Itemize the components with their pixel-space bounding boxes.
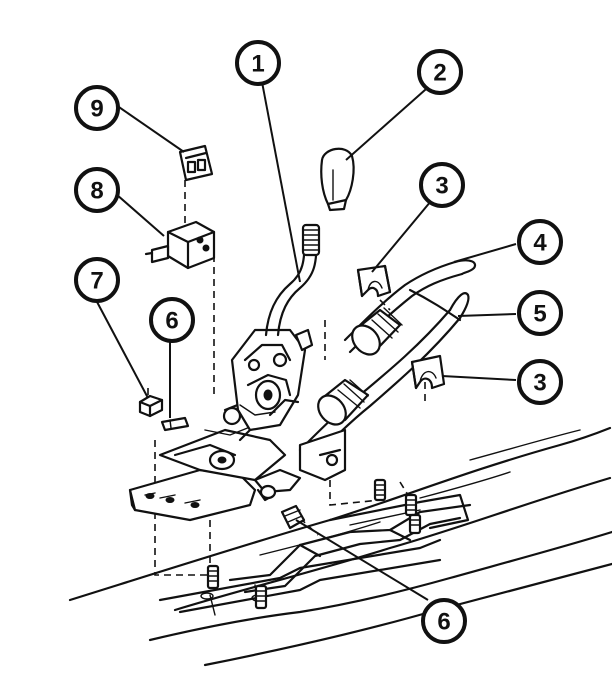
callout-4: 4: [517, 219, 563, 265]
upper-cable-adjuster: [351, 307, 403, 356]
shift-lever-mechanism: [230, 328, 314, 432]
cable-clip-lower: [410, 354, 446, 390]
stud-front-center: [254, 584, 268, 610]
shifter-base: [128, 398, 302, 522]
bushing-lower: [256, 484, 306, 530]
stud-front-left: [206, 564, 220, 590]
callout-8-label: 8: [90, 178, 103, 205]
callout-8: 8: [74, 167, 120, 213]
callout-6-upper: 6: [149, 297, 195, 343]
callout-3-upper-label: 3: [435, 173, 448, 200]
callout-4-label: 4: [533, 230, 547, 257]
shift-lever-rod: [264, 223, 321, 337]
retaining-nut: [138, 394, 164, 418]
callout-6-lower: 6: [421, 598, 467, 644]
callout-9-label: 9: [90, 96, 103, 123]
callout-5-label: 5: [533, 301, 546, 328]
callout-2-label: 2: [433, 60, 446, 87]
connector-clip: [178, 144, 214, 182]
callout-6-upper-label: 6: [165, 308, 178, 335]
retaining-pin-upper: [160, 416, 190, 432]
stud-rear-left: [373, 478, 387, 502]
leader-lines: [95, 81, 517, 601]
mounting-studs: [206, 478, 422, 610]
cable-clip-upper: [356, 264, 392, 298]
lower-cable-adjuster: [317, 378, 370, 426]
stud-rear-right-lower: [408, 513, 422, 535]
switch-component: [144, 220, 216, 270]
callout-7-label: 7: [90, 268, 103, 295]
callout-3-lower-label: 3: [533, 370, 546, 397]
floor-pan: [68, 426, 612, 667]
stud-rear-right: [404, 493, 418, 517]
shift-cables: [298, 259, 477, 482]
shift-knob: [320, 147, 355, 212]
callout-3-upper: 3: [419, 162, 465, 208]
callout-9: 9: [74, 85, 120, 131]
callout-3-lower: 3: [517, 359, 563, 405]
callout-1-label: 1: [251, 51, 264, 78]
callout-2: 2: [417, 49, 463, 95]
callout-6-lower-label: 6: [437, 609, 450, 636]
callout-1: 1: [235, 40, 281, 86]
callout-5: 5: [517, 290, 563, 336]
callout-7: 7: [74, 257, 120, 303]
